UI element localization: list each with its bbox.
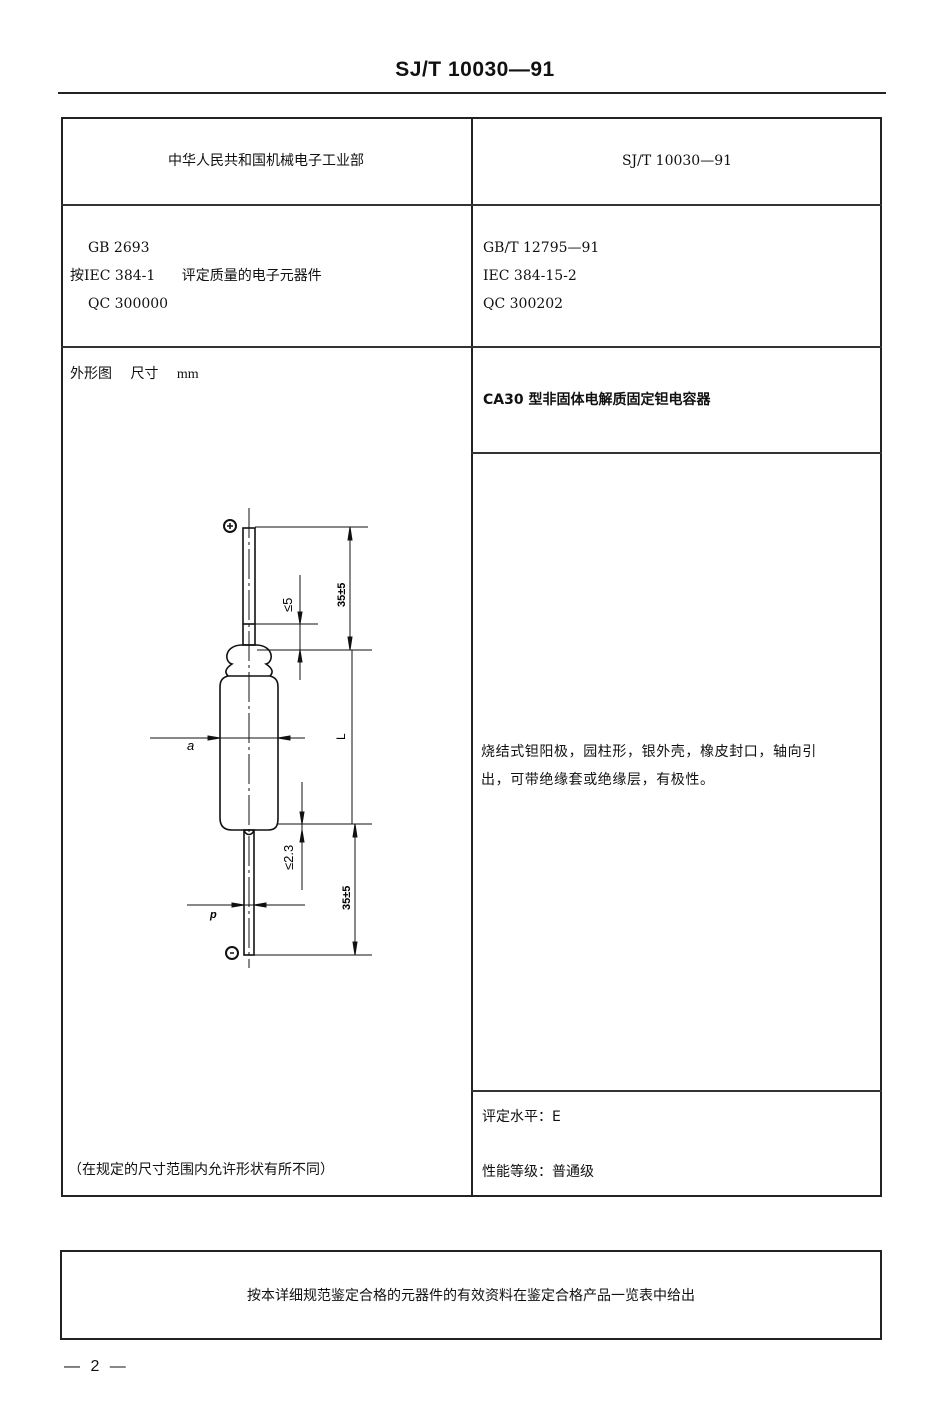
drawing-caption: 外形图 尺寸 mm <box>70 360 199 389</box>
dimension-label: 尺寸 <box>130 366 159 382</box>
page-number: — 2 — <box>64 1358 129 1375</box>
body-diameter-label: a <box>187 738 194 753</box>
qualified-products-note: 按本详细规范鉴定合格的元器件的有效资料在鉴定合格产品一览表中给出 <box>247 1288 695 1304</box>
lead-length-bottom-label: 35±5 <box>341 886 353 910</box>
row-divider-level <box>471 1090 882 1092</box>
bottom-seal-label: ≤2.3 <box>281 845 296 870</box>
seal-height-label: ≤5 <box>280 598 295 612</box>
shape-tolerance-note: （在规定的尺寸范围内允许形状有所不同） <box>68 1162 334 1178</box>
page-header: SJ/T 10030—91 <box>0 58 950 82</box>
component-description: 烧结式钽阳极，园柱形，银外壳，橡皮封口，轴向引 出，可带绝缘套或绝缘层，有极性。 <box>481 738 876 794</box>
outline-drawing-label: 外形图 <box>70 366 112 382</box>
column-divider <box>471 117 473 1197</box>
row-divider-2 <box>61 346 882 348</box>
body-length-label: L <box>334 733 348 740</box>
row-divider-1 <box>61 204 882 206</box>
gb-reference: GB 2693 <box>88 240 150 256</box>
performance-grade: 性能等级：普通级 <box>482 1164 594 1180</box>
qualified-products-note-box: 按本详细规范鉴定合格的元器件的有效资料在鉴定合格产品一览表中给出 <box>60 1250 882 1340</box>
header-standard-number: SJ/T 10030—91 <box>395 58 555 81</box>
lead-diameter-label: p <box>209 909 217 921</box>
component-title: CA30 型非固体电解质固定钽电容器 <box>483 392 711 408</box>
capacitor-outline-drawing: 35±5 ≤5 L ≤2.3 35±5 a p <box>150 508 372 968</box>
spec-number: SJ/T 10030—91 <box>621 153 733 169</box>
iec-reference-line: 按IEC 384-1 评定质量的电子元器件 <box>70 262 322 290</box>
qc-reference: QC 300000 <box>88 296 169 312</box>
row-divider-title <box>471 452 882 454</box>
description-line-1: 烧结式钽阳极，园柱形，银外壳，橡皮封口，轴向引 <box>481 744 817 760</box>
row2-left-block: GB 2693 按IEC 384-1 评定质量的电子元器件 QC 300000 <box>70 234 322 318</box>
iec-reference: 按IEC 384-1 <box>70 268 156 284</box>
row2-right-block: GB/T 12795—91 IEC 384-15-2 QC 300202 <box>483 234 599 318</box>
gbt-reference: GB/T 12795—91 <box>483 240 600 256</box>
lead-length-top-label: 35±5 <box>336 583 348 607</box>
quality-assessment-text: 评定质量的电子元器件 <box>181 268 322 284</box>
header-rule <box>58 92 886 94</box>
iec-sectional-reference: IEC 384-15-2 <box>483 268 577 284</box>
issuing-authority: 中华人民共和国机械电子工业部 <box>168 153 364 169</box>
assessment-level: 评定水平：E <box>482 1109 561 1125</box>
description-line-2: 出，可带绝缘套或绝缘层，有极性。 <box>481 772 715 788</box>
unit-label: mm <box>176 367 199 382</box>
qc-detail-reference: QC 300202 <box>483 296 564 312</box>
